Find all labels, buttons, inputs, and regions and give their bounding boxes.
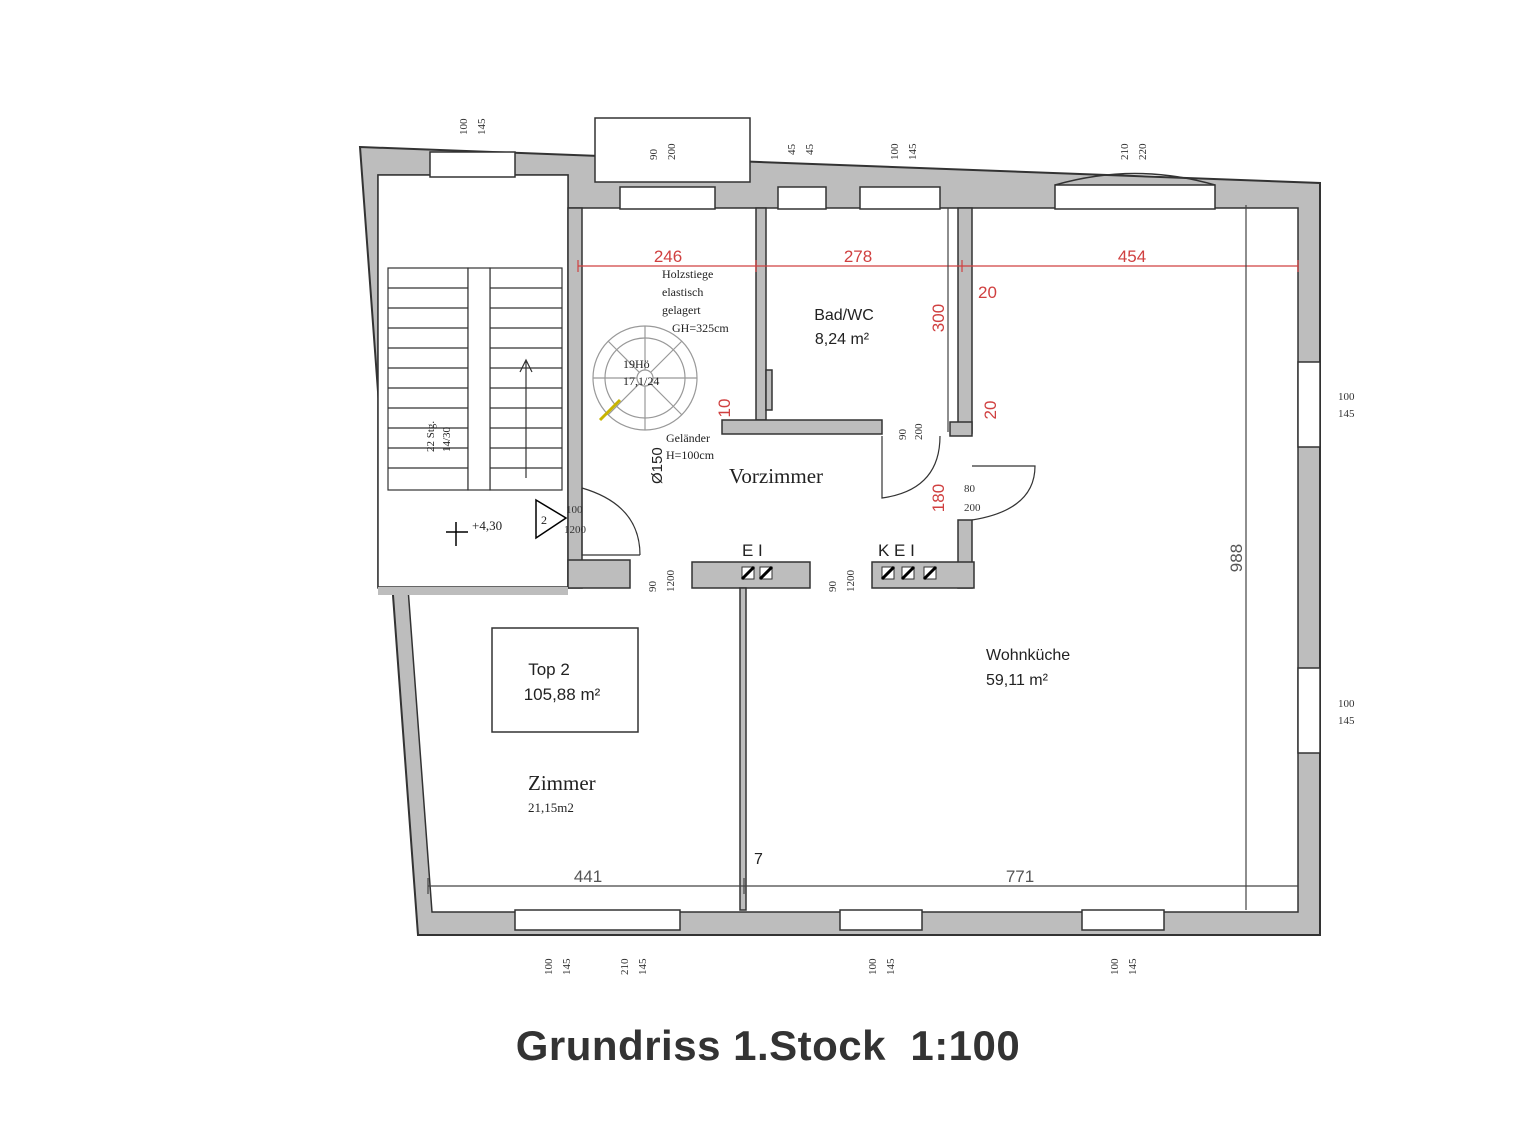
right-b-h: 145 — [1338, 715, 1355, 727]
main-stair-line1: 22 Stg. — [425, 421, 437, 452]
wohnkueche-name: Wohnküche — [986, 647, 1070, 664]
spiral-stair — [592, 325, 698, 431]
top-openings — [429, 117, 1216, 210]
top-left-w: 100 — [458, 118, 470, 135]
right-a-h: 145 — [1338, 408, 1355, 420]
dim-246: 246 — [654, 247, 682, 266]
bathroom-walls — [721, 207, 973, 589]
bottom-c-w: 100 — [867, 958, 879, 975]
door-left-w: 90 — [647, 581, 659, 593]
top-name: Top 2 — [528, 660, 570, 679]
bath-w: 100 — [889, 143, 901, 160]
dim-180: 180 — [929, 484, 948, 512]
top-left-h: 145 — [476, 118, 488, 135]
bottom-openings — [514, 909, 1165, 931]
dim-10: 10 — [715, 399, 734, 418]
door-bath-h: 200 — [913, 423, 925, 440]
bottom-a-h: 145 — [561, 958, 573, 975]
dim-20-a: 20 — [978, 283, 997, 302]
small-w: 45 — [786, 144, 798, 156]
bottom-d-w: 100 — [1109, 958, 1121, 975]
tr-h: 220 — [1137, 143, 1149, 160]
ei-left-label: E I — [742, 541, 763, 560]
door-mid-w: 90 — [827, 581, 839, 593]
top-2-box — [491, 627, 639, 733]
gelaender-line2: H=100cm — [666, 448, 715, 462]
vorzimmer-partition — [691, 561, 975, 911]
dim-lines-dark — [427, 205, 1299, 910]
top-area: 105,88 m² — [524, 685, 601, 704]
dim-line-top — [577, 260, 1299, 272]
zimmer-name: Zimmer — [528, 771, 596, 795]
door-mid-h: 1200 — [845, 570, 857, 593]
holzstiege-line2: elastisch — [662, 285, 703, 299]
level-label: +4,30 — [472, 518, 502, 533]
vorzimmer-name: Vorzimmer — [729, 464, 823, 488]
bath-h: 145 — [907, 143, 919, 160]
balcony-h: 200 — [666, 143, 678, 160]
installation-shafts — [740, 565, 938, 581]
plan-caption: Grundriss 1.Stock 1:100 — [515, 1022, 1021, 1069]
bad-name: Bad/WC — [814, 307, 874, 324]
bottom-d-h: 145 — [1127, 958, 1139, 975]
dim-300: 300 — [929, 304, 948, 332]
bottom-b-h: 145 — [637, 958, 649, 975]
dim-20-b: 20 — [981, 401, 1000, 420]
spiral-line2: 17,1/24 — [623, 374, 659, 388]
zimmer-area: 21,15m2 — [528, 800, 574, 815]
door-kitchen-h: 200 — [964, 502, 981, 514]
right-openings — [1297, 361, 1321, 754]
dim-988: 988 — [1227, 544, 1246, 572]
door-kitchen-w: 80 — [964, 483, 976, 495]
door-entry-h: 1200 — [564, 524, 587, 536]
opening-labels: 100 145 90 200 45 45 100 145 210 220 100… — [458, 118, 1355, 975]
holzstiege-line1: Holzstiege — [662, 267, 713, 281]
level-marker — [446, 498, 568, 546]
dim-278: 278 — [844, 247, 872, 266]
door-left-h: 1200 — [665, 570, 677, 593]
door-bath-w: 90 — [897, 429, 909, 441]
main-staircase — [387, 267, 563, 491]
spiral-line1: 19Hö — [623, 357, 650, 371]
balcony-w: 90 — [648, 149, 660, 161]
holzstiege-line4: GH=325cm — [672, 321, 729, 335]
right-a-w: 100 — [1338, 391, 1355, 403]
kei-right-label: K E I — [878, 541, 915, 560]
dim-771: 771 — [1006, 867, 1034, 886]
bottom-c-h: 145 — [885, 958, 897, 975]
right-b-w: 100 — [1338, 698, 1355, 710]
step-mark: 2 — [541, 513, 547, 527]
stair-hall — [377, 174, 631, 595]
bottom-b-w: 210 — [619, 958, 631, 975]
main-stair-line2: 14/30 — [441, 426, 453, 452]
dim-454: 454 — [1118, 247, 1146, 266]
small-h: 45 — [804, 144, 816, 156]
dim-441: 441 — [574, 867, 602, 886]
dim-7: 7 — [754, 851, 763, 868]
door-entry-w: 100 — [566, 504, 583, 516]
bottom-a-w: 100 — [543, 958, 555, 975]
tr-w: 210 — [1119, 143, 1131, 160]
gelaender-line1: Geländer — [666, 431, 710, 445]
bad-area: 8,24 m² — [815, 331, 870, 348]
wohnkueche-area: 59,11 m² — [986, 672, 1049, 689]
doors — [581, 435, 1036, 556]
diameter-label: Ø150 — [649, 447, 666, 484]
holzstiege-line3: gelagert — [662, 303, 701, 317]
